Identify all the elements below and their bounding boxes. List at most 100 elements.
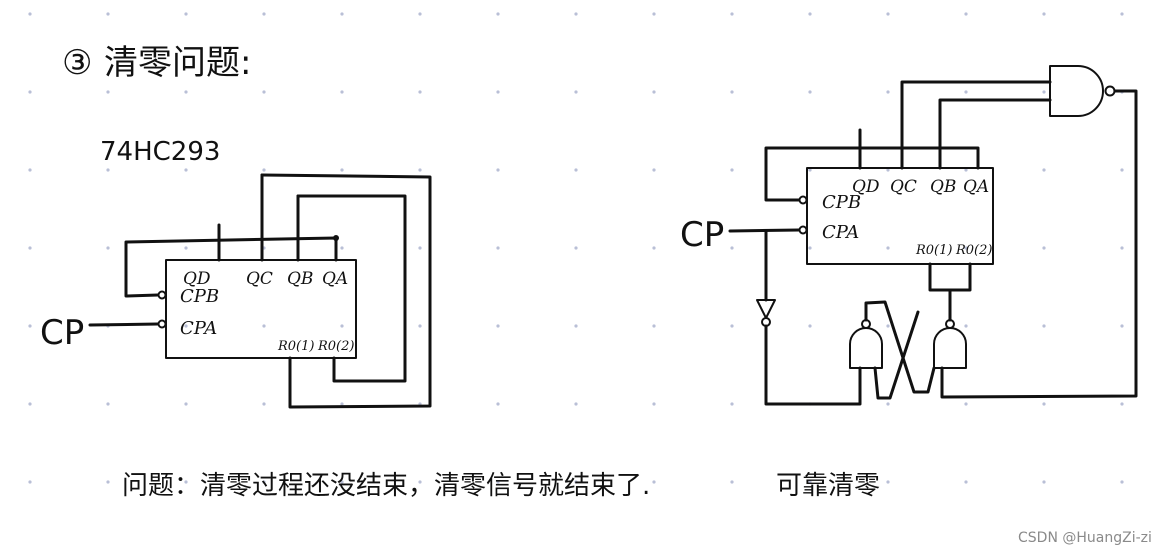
grid-dot <box>964 12 968 16</box>
grid-dot <box>730 90 734 94</box>
right-qb-to-nand-wire <box>938 98 1052 170</box>
grid-dot <box>340 90 344 94</box>
grid-dot <box>184 480 188 484</box>
grid-dot <box>1042 12 1046 16</box>
right-output-qb: QB <box>930 177 956 197</box>
grid-dot <box>340 324 344 328</box>
grid-dot <box>418 246 422 250</box>
grid-dot <box>28 168 32 172</box>
left-output-qb: QB <box>287 269 313 289</box>
grid-dot <box>418 168 422 172</box>
grid-dot <box>262 90 266 94</box>
detect-nand-bubble <box>1104 85 1116 97</box>
grid-dot <box>106 168 110 172</box>
right-cpb-bubble <box>798 195 808 205</box>
right-cp-wire <box>728 228 801 233</box>
grid-dot <box>262 324 266 328</box>
grid-dot <box>1120 324 1124 328</box>
grid-dot <box>1120 246 1124 250</box>
detect-nand-gate <box>1049 65 1104 117</box>
grid-dot <box>652 324 656 328</box>
grid-dot <box>496 480 500 484</box>
grid-dot <box>964 246 968 250</box>
grid-dot <box>964 480 968 484</box>
grid-dot <box>808 90 812 94</box>
grid-dot <box>262 480 266 484</box>
grid-dot <box>1042 324 1046 328</box>
grid-dot <box>1120 12 1124 16</box>
right-output-qd: QD <box>852 177 880 197</box>
grid-dot <box>1120 402 1124 406</box>
grid-dot <box>106 402 110 406</box>
grid-dot <box>184 402 188 406</box>
chip-label: 74HC293 <box>100 137 220 167</box>
grid-dot <box>730 324 734 328</box>
grid-dot <box>964 402 968 406</box>
grid-dot <box>496 324 500 328</box>
grid-dot <box>184 12 188 16</box>
grid-dot <box>574 324 578 328</box>
grid-dot <box>964 324 968 328</box>
grid-dot <box>262 402 266 406</box>
left-junction <box>333 235 339 241</box>
grid-dot <box>340 168 344 172</box>
cp-inverter <box>756 299 776 319</box>
right-reset-pin-1: R0(1) <box>915 243 952 258</box>
heading-title: 清零问题: <box>104 43 251 83</box>
grid-dot <box>886 90 890 94</box>
dot-grid <box>28 12 1124 484</box>
left-output-qa: QA <box>322 269 348 289</box>
grid-dot <box>106 246 110 250</box>
latch-to-reset2-wire <box>948 262 972 292</box>
grid-dot <box>964 168 968 172</box>
grid-dot <box>808 480 812 484</box>
right-qa-to-cpb-wire <box>764 146 980 202</box>
heading-number: ③ <box>62 43 92 83</box>
grid-dot <box>1042 480 1046 484</box>
grid-dot <box>1042 168 1046 172</box>
grid-dot <box>652 12 656 16</box>
right-counter-chip <box>806 167 994 265</box>
grid-dot <box>496 168 500 172</box>
grid-dot <box>340 402 344 406</box>
grid-dot <box>730 246 734 250</box>
grid-dot <box>262 12 266 16</box>
grid-dot <box>28 324 32 328</box>
right-reset-pin-2: R0(2) <box>955 243 992 258</box>
latch-nand-right <box>933 327 967 369</box>
left-output-qc: QC <box>246 269 273 289</box>
left-caption: 问题：清零过程还没结束，清零信号就结束了. <box>122 471 650 501</box>
watermark: CSDN @HuangZi-zi <box>1018 530 1152 546</box>
grid-dot <box>28 402 32 406</box>
grid-dot <box>574 480 578 484</box>
grid-dot <box>1042 402 1046 406</box>
left-input-cpa: CPA <box>180 318 217 339</box>
grid-dot <box>886 324 890 328</box>
latch-cross-wire-2 <box>873 310 920 400</box>
grid-dot <box>808 246 812 250</box>
grid-dot <box>1120 480 1124 484</box>
grid-dot <box>340 246 344 250</box>
grid-dot <box>886 480 890 484</box>
grid-dot <box>496 12 500 16</box>
left-qc-to-reset-wire <box>260 173 432 409</box>
left-reset-pin-1: R0(1) <box>277 339 314 354</box>
right-cp-label: CP <box>680 215 724 255</box>
grid-dot <box>886 12 890 16</box>
grid-dot <box>496 246 500 250</box>
grid-dot <box>28 480 32 484</box>
grid-dot <box>730 480 734 484</box>
grid-dot <box>730 12 734 16</box>
grid-dot <box>808 324 812 328</box>
grid-dot <box>1042 246 1046 250</box>
grid-dot <box>1042 90 1046 94</box>
right-input-cpb: CPB <box>822 192 861 213</box>
grid-dot <box>184 90 188 94</box>
grid-dot <box>652 168 656 172</box>
latch-to-reset1-wire <box>928 262 952 322</box>
right-output-qc: QC <box>890 177 917 197</box>
latch-nand-left <box>849 327 883 369</box>
grid-dot <box>418 90 422 94</box>
grid-dot <box>418 324 422 328</box>
